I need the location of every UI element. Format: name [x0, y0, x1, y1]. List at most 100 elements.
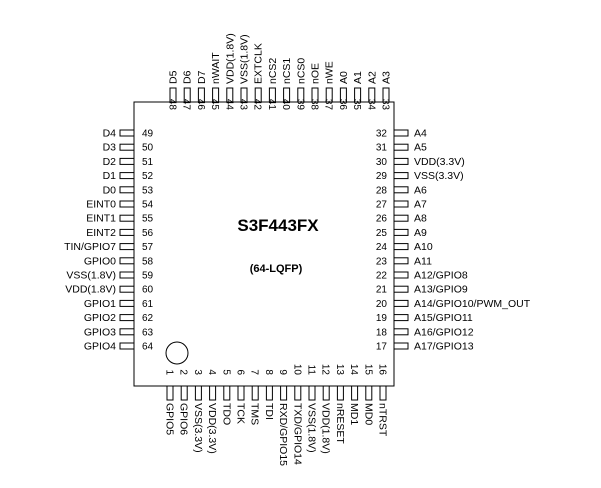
pin-number: 56 [142, 228, 154, 239]
pin-label: GPIO3 [84, 326, 116, 338]
pin-number: 11 [306, 365, 317, 376]
pin-label: TMS [249, 403, 261, 425]
pin-label: nWE [324, 61, 336, 84]
pin-label: GPIO0 [84, 255, 116, 267]
pin-lead [368, 87, 376, 103]
pin-label: EINT0 [86, 199, 116, 211]
pin-label: nWAIT [210, 52, 222, 84]
pin-label: nOE [310, 63, 322, 84]
pin-label: A9 [414, 227, 427, 239]
pin-label: D3 [103, 142, 117, 154]
pin-lead [280, 385, 288, 401]
pin-lead [237, 385, 245, 401]
pin-label: VSS(1.8V) [66, 270, 116, 282]
pin-label: TDO [220, 403, 232, 425]
pin-number: 59 [142, 271, 154, 282]
pin-number: 6 [235, 369, 246, 375]
chip-name: S3F443FX [237, 216, 319, 235]
pin-number: 49 [142, 129, 154, 140]
pin-number: 4 [206, 369, 217, 375]
pin-label: VSS(1.8V) [306, 403, 318, 453]
pin-label: A5 [414, 142, 427, 154]
pin-lead [119, 157, 135, 165]
pin-label: D0 [103, 184, 117, 196]
pin-label: VDD(1.8V) [224, 33, 236, 84]
pin-lead [180, 385, 188, 401]
pin-number: 31 [376, 143, 388, 154]
pin-lead [393, 243, 409, 251]
pin-number: 19 [376, 313, 388, 324]
pin-lead [197, 87, 205, 103]
pin-label: nCS2 [267, 58, 279, 84]
pin-label: nTRST [377, 403, 389, 437]
pin-lead [119, 342, 135, 350]
pin-lead [393, 157, 409, 165]
pin-label: A8 [414, 213, 427, 225]
pin-label: D4 [103, 128, 117, 140]
pin-lead [336, 385, 344, 401]
pin-lead [393, 257, 409, 265]
pin-number: 26 [376, 214, 388, 225]
pin-number: 62 [142, 313, 154, 324]
pin-number: 1 [164, 369, 175, 375]
pin-lead [183, 87, 191, 103]
pin-number: 10 [291, 364, 302, 376]
pin-label: VDD(3.3V) [414, 156, 465, 168]
pin-number: 7 [249, 369, 260, 375]
pin-label: A0 [338, 71, 350, 84]
pin-number: 60 [142, 285, 154, 296]
pin-number: 8 [263, 369, 274, 375]
pin-number: 55 [142, 214, 154, 225]
pin-number: 38 [309, 99, 320, 111]
pin-label: A2 [366, 71, 378, 84]
pin-number: 47 [181, 99, 192, 111]
pin-number: 48 [167, 99, 178, 111]
pin-lead [393, 172, 409, 180]
pin-number: 34 [365, 99, 376, 111]
pin-label: nRESET [334, 403, 346, 444]
pin-label: VSS(3.3V) [192, 403, 204, 453]
pin-lead [119, 314, 135, 322]
pin-lead [393, 228, 409, 236]
pin-lead [365, 385, 373, 401]
pin-lead [254, 87, 262, 103]
pin-lead [339, 87, 347, 103]
pin-lead [393, 186, 409, 194]
pin-number: 12 [320, 364, 331, 376]
pin-label: GPIO5 [164, 403, 176, 435]
pin-number: 46 [195, 99, 206, 111]
pin-number: 36 [337, 99, 348, 111]
pin1-indicator-dot [165, 341, 189, 365]
pin-number: 23 [376, 256, 388, 267]
pin-number: 39 [294, 99, 305, 111]
pin-number: 18 [376, 327, 388, 338]
pin-lead [379, 385, 387, 401]
pin-lead [119, 214, 135, 222]
pin-lead [311, 87, 319, 103]
pin-lead [119, 186, 135, 194]
pin-label: D6 [182, 70, 194, 84]
pin-lead [169, 87, 177, 103]
pin-lead [119, 285, 135, 293]
pin-number: 35 [351, 99, 362, 111]
pin-label: A13/GPIO9 [414, 284, 468, 296]
pin-lead [322, 385, 330, 401]
pin-label: D1 [103, 170, 117, 182]
pin-lead [223, 385, 231, 401]
pin-number: 50 [142, 143, 154, 154]
pin-label: D2 [103, 156, 117, 168]
pin-label: MD1 [348, 403, 360, 425]
pin-lead [325, 87, 333, 103]
pin-number: 30 [376, 157, 388, 168]
pin-lead [393, 214, 409, 222]
pin-lead [119, 271, 135, 279]
pin-lead [240, 87, 248, 103]
pin-lead [194, 385, 202, 401]
pin-number: 37 [323, 99, 334, 111]
pin-label: GPIO4 [84, 341, 116, 353]
pin-lead [265, 385, 273, 401]
pin-label: A7 [414, 199, 427, 211]
pin-number: 2 [178, 369, 189, 375]
